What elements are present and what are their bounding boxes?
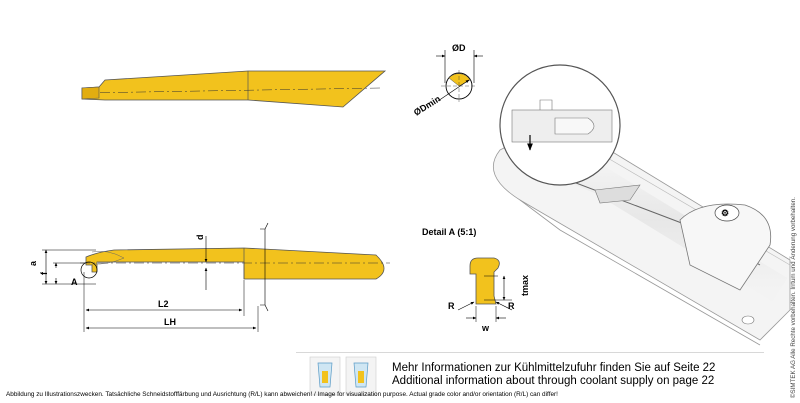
dim-d-label: d (195, 235, 205, 241)
side-view-dimensions: a f d L2 LH (28, 235, 259, 332)
diameter-min-label: ØDmin (412, 94, 442, 118)
detail-title: Detail A (5:1) (422, 227, 476, 237)
copyright-text: ©SIMTEK AG Alle Rechte vorbehalten. Irrt… (790, 197, 797, 398)
svg-text:⚙: ⚙ (721, 208, 729, 218)
radius-right-label: R (508, 301, 515, 311)
dim-f-label: f (39, 271, 49, 275)
tool-top-view (81, 70, 387, 108)
dim-a-label: a (28, 260, 38, 266)
detail-ref-label: A (71, 277, 78, 287)
dim-tmax-label: tmax (520, 275, 530, 296)
coolant-render: ⚙ (492, 64, 791, 346)
coolant-thumbnails (309, 356, 377, 396)
detail-a: Detail A (5:1) tmax R R w (422, 227, 530, 333)
tool-side-view: A (71, 222, 390, 312)
disclaimer-text: Abbildung zu Illustrationszwecken. Tatsä… (6, 391, 558, 398)
radius-left-label: R (448, 301, 455, 311)
diameter-detail: ØD ØDmin (412, 43, 483, 118)
info-line-en: Additional information about through coo… (392, 375, 715, 387)
coolant-info-text: Mehr Informationen zur Kühlmittelzufuhr … (392, 362, 715, 388)
dim-L2-label: L2 (158, 299, 169, 309)
diameter-label: ØD (452, 43, 466, 53)
dim-LH-label: LH (164, 317, 176, 327)
dim-w-label: w (481, 323, 490, 333)
info-line-de: Mehr Informationen zur Kühlmittelzufuhr … (392, 362, 716, 374)
